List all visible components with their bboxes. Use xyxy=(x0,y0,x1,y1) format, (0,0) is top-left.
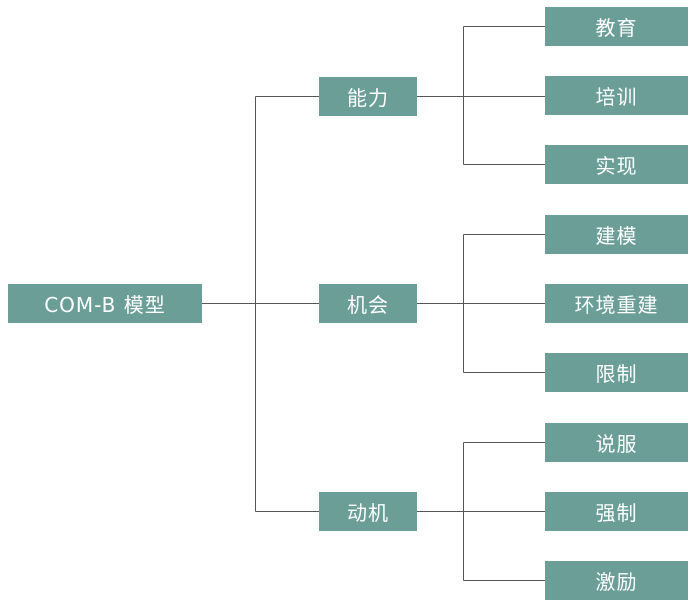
leaf-node-modelling: 建模 xyxy=(545,215,688,254)
leaf-node-coercion: 强制 xyxy=(545,492,688,531)
category-node-opportunity: 机会 xyxy=(319,284,417,323)
leaf-node-enablement: 实现 xyxy=(545,145,688,184)
leaf-node-incentivisation: 激励 xyxy=(545,561,688,600)
category-node-capability: 能力 xyxy=(319,77,417,116)
leaf-node-persuasion: 说服 xyxy=(545,423,688,462)
root-node: COM-B 模型 xyxy=(8,284,202,323)
category-node-motivation: 动机 xyxy=(319,492,417,531)
leaf-node-education: 教育 xyxy=(545,7,688,46)
leaf-node-restriction: 限制 xyxy=(545,353,688,392)
leaf-node-training: 培训 xyxy=(545,76,688,115)
leaf-node-environmental-restructuring: 环境重建 xyxy=(545,284,688,323)
